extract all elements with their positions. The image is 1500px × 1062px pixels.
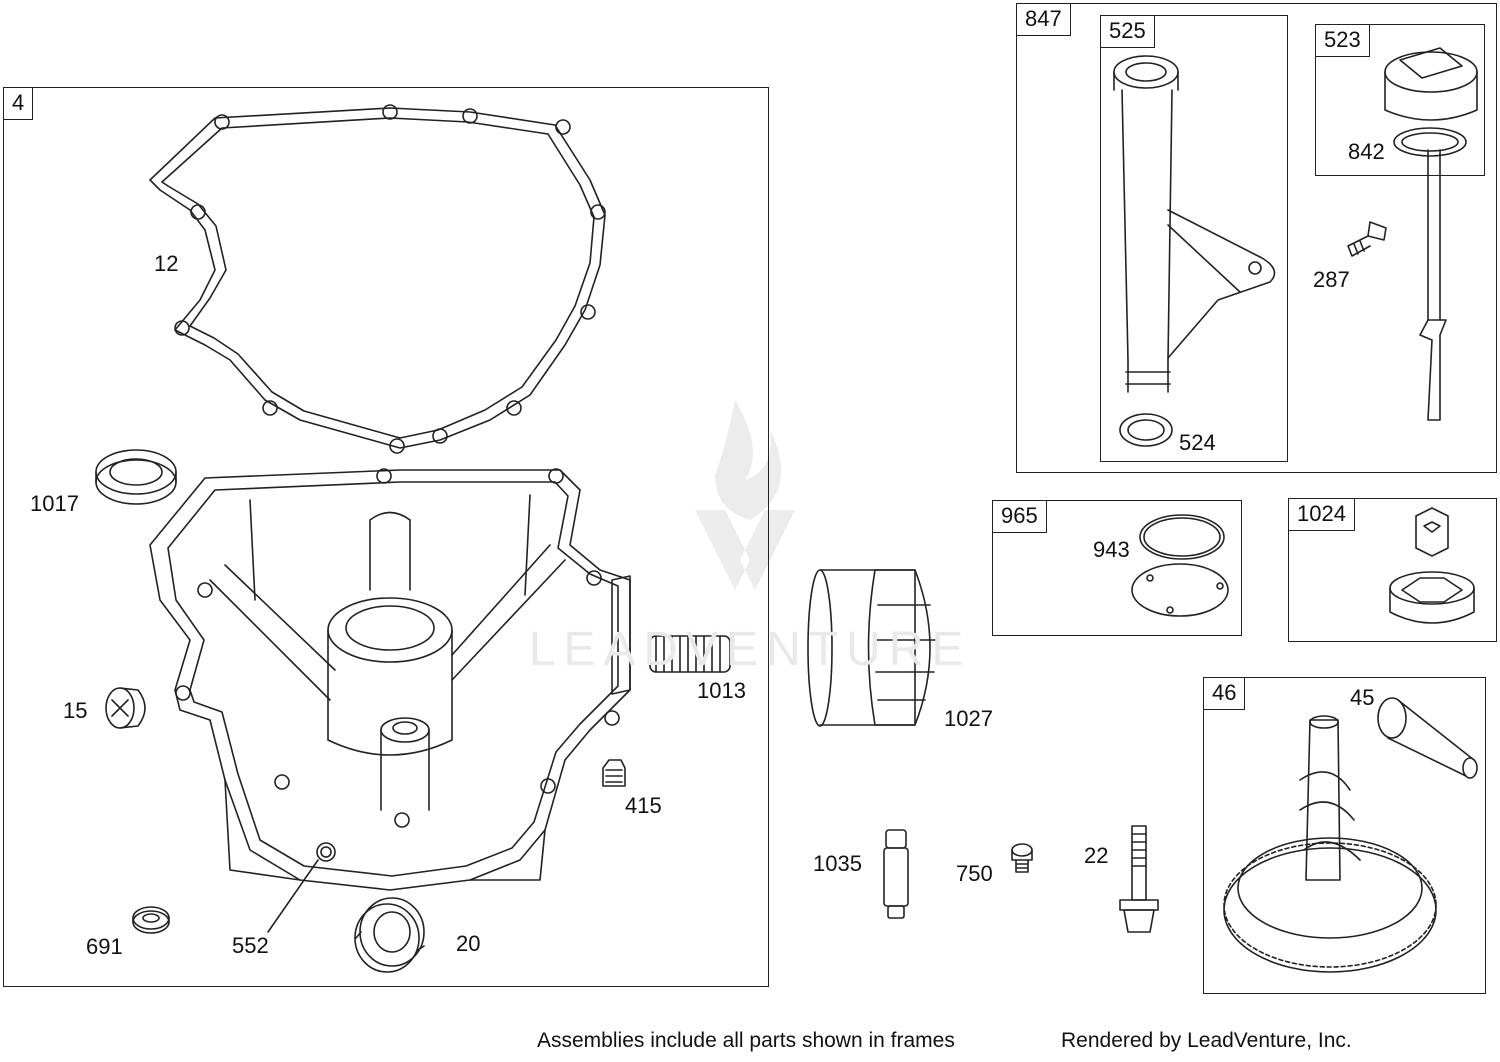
oil-seal-part bbox=[95, 449, 177, 505]
pin-part bbox=[1377, 697, 1478, 779]
leader-line-552 bbox=[267, 859, 319, 933]
cover-gasket-part bbox=[1139, 514, 1225, 560]
cap-o-ring-part bbox=[1393, 127, 1467, 157]
dowel-pin-part bbox=[883, 829, 909, 919]
rendered-by-note: Rendered by LeadVenture, Inc. bbox=[1061, 1029, 1352, 1052]
callout-552[interactable]: 552 bbox=[232, 933, 269, 958]
callout-415[interactable]: 415 bbox=[625, 793, 662, 818]
callout-842[interactable]: 842 bbox=[1348, 139, 1385, 164]
bolt-part bbox=[1119, 825, 1159, 933]
callout-1013[interactable]: 1013 bbox=[697, 678, 746, 703]
spring-part bbox=[649, 635, 731, 673]
callout-22[interactable]: 22 bbox=[1084, 843, 1109, 868]
callout-750[interactable]: 750 bbox=[956, 861, 993, 886]
callout-20[interactable]: 20 bbox=[456, 931, 481, 956]
frame-tag-847: 847 bbox=[1017, 4, 1071, 36]
dipstick-cap-part bbox=[1384, 47, 1478, 421]
callout-1027[interactable]: 1027 bbox=[944, 706, 993, 731]
gasket-part bbox=[149, 104, 606, 454]
frame-46: 46 bbox=[1203, 677, 1486, 994]
callout-12[interactable]: 12 bbox=[154, 251, 179, 276]
tube-screw-part bbox=[1347, 221, 1387, 257]
oil-pump-part bbox=[1389, 507, 1475, 624]
assemblies-note: Assemblies include all parts shown in fr… bbox=[537, 1029, 955, 1052]
frame-1024: 1024 bbox=[1288, 498, 1497, 642]
drain-plug-part bbox=[105, 687, 146, 729]
frame-523: 523 bbox=[1315, 24, 1485, 176]
frame-4: 4 bbox=[3, 87, 769, 987]
callout-15[interactable]: 15 bbox=[63, 698, 88, 723]
breather-fitting-part bbox=[602, 759, 626, 787]
callout-1035[interactable]: 1035 bbox=[813, 851, 862, 876]
frame-tag-525: 525 bbox=[1101, 16, 1155, 48]
washer-part bbox=[132, 906, 170, 934]
callout-287[interactable]: 287 bbox=[1313, 267, 1350, 292]
callout-691[interactable]: 691 bbox=[86, 934, 123, 959]
callout-943[interactable]: 943 bbox=[1093, 537, 1130, 562]
crankcase-sump-part bbox=[149, 468, 631, 891]
crank-seal-part bbox=[354, 897, 425, 973]
callout-45[interactable]: 45 bbox=[1350, 685, 1375, 710]
o-ring-part bbox=[1119, 413, 1173, 447]
dipstick-tube-part bbox=[1113, 55, 1276, 393]
frame-tag-1024: 1024 bbox=[1289, 499, 1355, 531]
callout-1017[interactable]: 1017 bbox=[30, 491, 79, 516]
cover-plate-part bbox=[1131, 563, 1229, 617]
frame-965: 965 bbox=[992, 500, 1242, 636]
screw-part bbox=[1011, 843, 1033, 873]
callout-524[interactable]: 524 bbox=[1179, 430, 1216, 455]
frame-tag-46: 46 bbox=[1204, 678, 1246, 710]
frame-525: 525 bbox=[1100, 15, 1288, 462]
frame-tag-4: 4 bbox=[4, 88, 34, 120]
frame-tag-965: 965 bbox=[993, 501, 1047, 533]
oil-filter-part bbox=[807, 569, 937, 727]
frame-tag-523: 523 bbox=[1316, 25, 1370, 57]
frame-847: 847 bbox=[1016, 3, 1497, 473]
camshaft-gear-part bbox=[1223, 715, 1437, 973]
